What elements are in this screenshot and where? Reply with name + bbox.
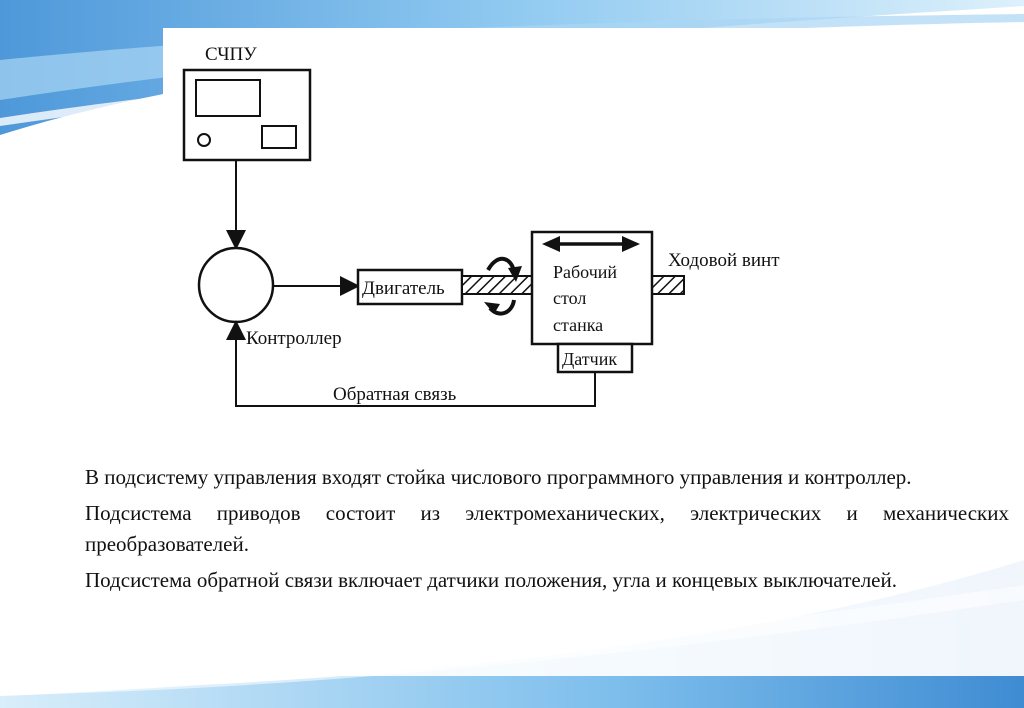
work-table-box — [530, 230, 654, 346]
controller-label: Контроллер — [246, 328, 342, 349]
paragraph-drives: Подсистема приводов состоит из электроме… — [85, 501, 1009, 556]
cnc-display — [195, 79, 261, 117]
feedback-line — [226, 320, 596, 407]
feedback-label: Обратная связь — [333, 384, 457, 405]
work-table-label-1: Рабочий — [553, 262, 617, 282]
lead-screw-label: Ходовой винт — [668, 250, 780, 271]
description-text: В подсистему управления входят стойка чи… — [85, 462, 1009, 601]
paragraph-control: В подсистему управления входят стойка чи… — [85, 465, 912, 489]
cnc-knob — [197, 133, 211, 147]
work-table-label-3: станка — [553, 315, 603, 335]
cnc-panel — [261, 125, 297, 149]
double-arrow-icon — [542, 236, 640, 252]
paragraph-feedback: Подсистема обратной связи включает датчи… — [85, 568, 897, 592]
motor-label: Двигатель — [362, 278, 445, 299]
sensor-label: Датчик — [562, 349, 617, 369]
work-table-label-2: стол — [553, 288, 586, 308]
rotation-icon — [484, 257, 522, 316]
cnc-label: СЧПУ — [205, 44, 257, 65]
text-panel — [60, 448, 1024, 676]
controller-circle — [197, 246, 275, 324]
lead-screw-left — [461, 275, 533, 295]
lead-screw-right — [651, 275, 685, 295]
sensor-box — [556, 342, 634, 374]
cnc-unit — [182, 68, 312, 162]
